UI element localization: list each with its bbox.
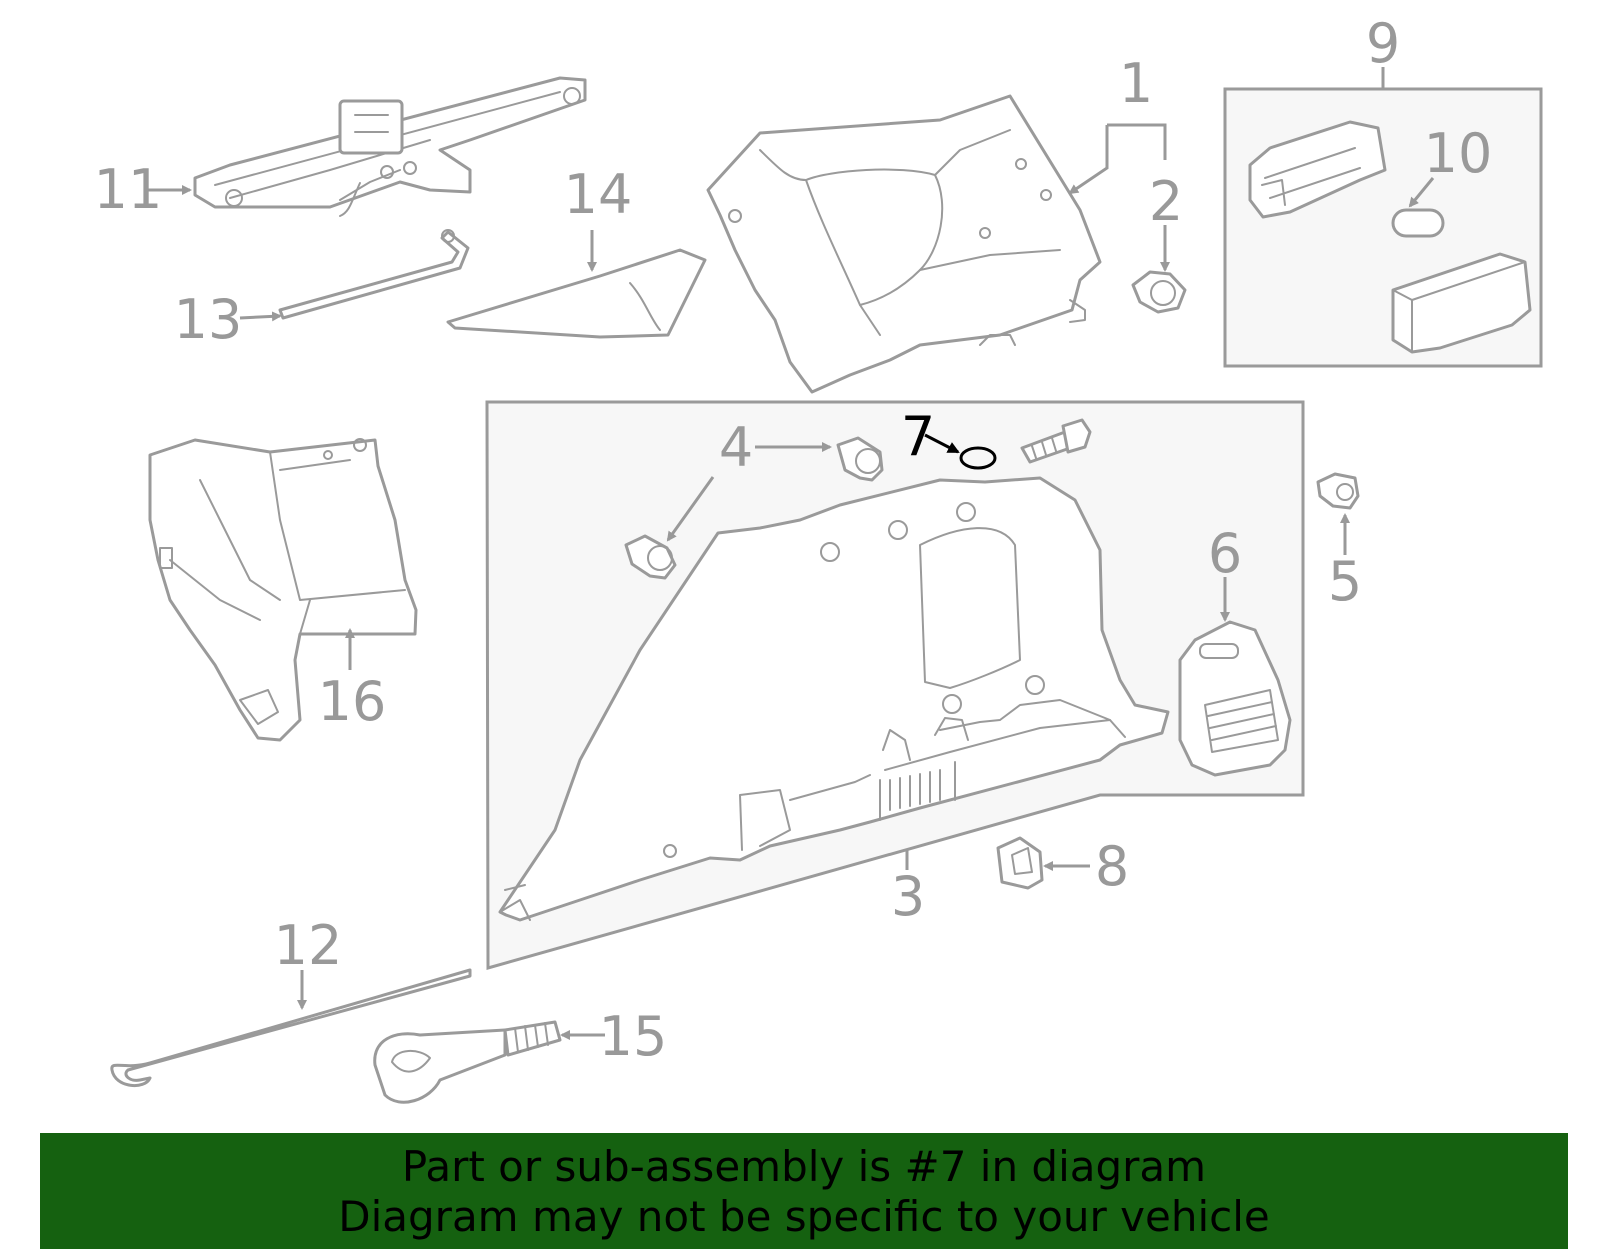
callout-6: 6 bbox=[1208, 522, 1242, 585]
callout-11: 11 bbox=[94, 158, 163, 221]
ring-part-7 bbox=[959, 446, 997, 470]
callout-14: 14 bbox=[564, 163, 633, 226]
clip-part-2 bbox=[1131, 270, 1187, 314]
callout-15: 15 bbox=[599, 1005, 668, 1068]
quarter-trim-main-part-3 bbox=[498, 476, 1170, 922]
leader-lines bbox=[148, 67, 1435, 1040]
callout-7: 7 bbox=[901, 405, 935, 468]
callout-2: 2 bbox=[1149, 170, 1183, 233]
callout-12: 12 bbox=[274, 914, 343, 977]
callout-10: 10 bbox=[1424, 122, 1493, 185]
jack-part-11 bbox=[193, 76, 587, 217]
clip-part-8 bbox=[996, 836, 1044, 890]
callout-16: 16 bbox=[318, 670, 387, 733]
tow-eye-part-15 bbox=[373, 1020, 562, 1104]
banner-line-1: Part or sub-assembly is #7 in diagram bbox=[401, 1142, 1207, 1191]
callout-5: 5 bbox=[1328, 550, 1362, 613]
hook-rod-part-12 bbox=[110, 968, 472, 1087]
vent-cover-part-6 bbox=[1178, 620, 1292, 777]
trim-bracket-part-16 bbox=[148, 438, 418, 742]
banner-line-2: Diagram may not be specific to your vehi… bbox=[338, 1192, 1270, 1241]
trim-cover-part-14 bbox=[446, 248, 707, 339]
clip-part-5 bbox=[1316, 472, 1360, 510]
quarter-trim-upper-part-1 bbox=[706, 94, 1102, 394]
clip-part-4-lower bbox=[624, 534, 677, 580]
bolt-near-part-7 bbox=[1020, 418, 1092, 464]
jack-handle-part-13 bbox=[278, 229, 470, 320]
callout-1: 1 bbox=[1119, 52, 1153, 115]
callout-9: 9 bbox=[1366, 12, 1400, 75]
callout-3: 3 bbox=[891, 865, 925, 928]
callout-13: 13 bbox=[174, 288, 243, 351]
callout-8: 8 bbox=[1095, 835, 1129, 898]
lamp-assembly-part-9 bbox=[1248, 120, 1532, 354]
callout-4-upper: 4 bbox=[719, 416, 753, 479]
clip-part-4-upper bbox=[836, 436, 884, 482]
info-banner: Part or sub-assembly is #7 in diagram Di… bbox=[40, 1133, 1568, 1249]
